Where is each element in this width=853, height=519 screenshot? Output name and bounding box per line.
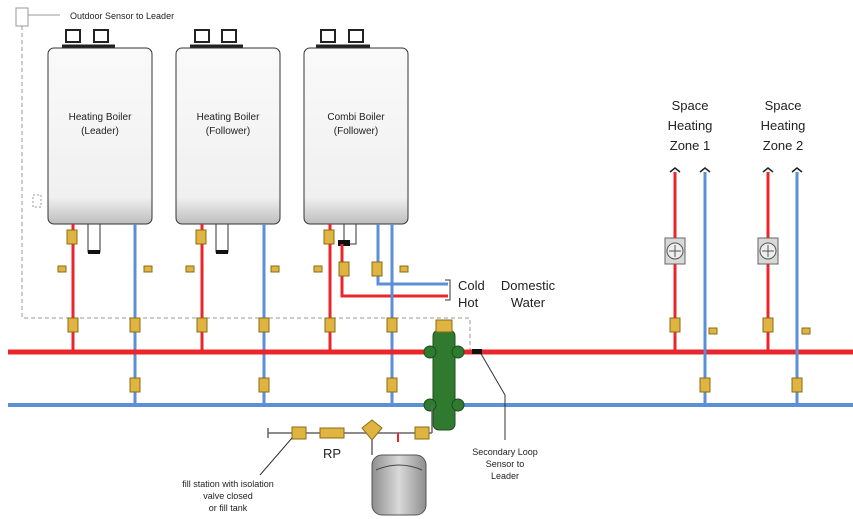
fill-pointer (259, 437, 293, 476)
fill-label-2: valve closed (203, 491, 253, 501)
hot-label: Hot (458, 295, 479, 310)
zone1-label-1: Space (672, 98, 709, 113)
cold-label: Cold (458, 278, 485, 293)
zone1-label-3: Zone 1 (670, 138, 710, 153)
secondary-sensor-wire (479, 351, 506, 440)
hydraulic-separator (423, 319, 465, 431)
boiler-leader-role: (Leader) (81, 126, 119, 137)
outdoor-sensor-label: Outdoor Sensor to Leader (70, 11, 174, 21)
expansion-tank (371, 454, 427, 516)
sensor-wire (21, 26, 471, 350)
zone1-label-2: Heating (668, 118, 713, 133)
water-label: Water (511, 295, 546, 310)
boiler-follower-title: Heating Boiler (197, 112, 260, 123)
secondary-label-3: Leader (491, 471, 519, 481)
boiler-return-pipes (133, 224, 448, 405)
domestic-bracket (445, 279, 451, 301)
combi-boiler-title: Combi Boiler (327, 112, 385, 123)
zone-pipes (669, 167, 803, 405)
fill-label-1: fill station with isolation (182, 479, 274, 489)
zone2-label-1: Space (765, 98, 802, 113)
secondary-label-2: Sensor to (486, 459, 525, 469)
boiler-follower (175, 29, 281, 254)
drain-valves (57, 265, 811, 335)
zone2-pump-icon (757, 237, 779, 265)
boiler-leader-title: Heating Boiler (69, 112, 132, 123)
fill-label-3: or fill tank (209, 503, 248, 513)
fill-station (267, 405, 433, 455)
outdoor-sensor (15, 7, 60, 27)
combi-boiler-role: (Follower) (334, 126, 378, 137)
secondary-label-1: Secondary Loop (472, 447, 538, 457)
domestic-label: Domestic (501, 278, 556, 293)
combi-boiler (303, 29, 409, 246)
boiler-follower-role: (Follower) (206, 126, 250, 137)
boiler-leader (47, 29, 153, 254)
sensor-connector (32, 194, 42, 208)
zone1-pump-icon (664, 237, 686, 265)
zone2-label-2: Heating (761, 118, 806, 133)
isolation-valves (66, 229, 803, 393)
zone2-label-3: Zone 2 (763, 138, 803, 153)
secondary-sensor (472, 349, 482, 354)
rp-label: RP (323, 446, 341, 461)
